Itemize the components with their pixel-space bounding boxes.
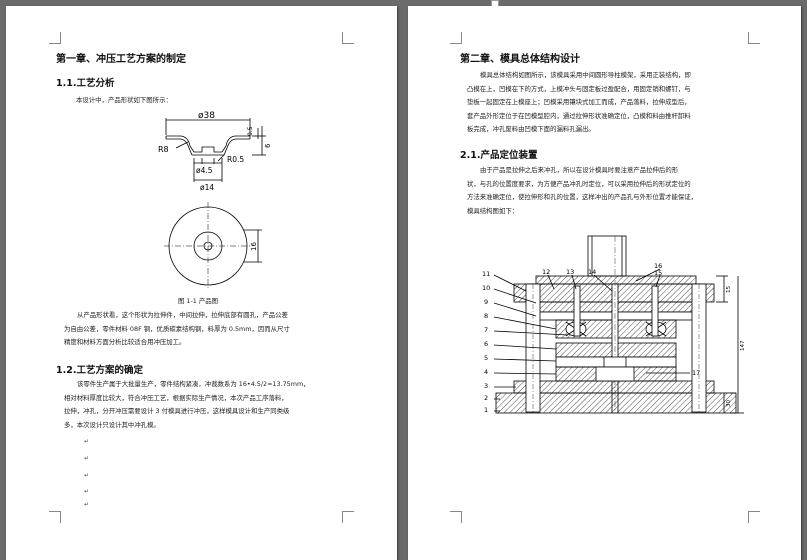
dim-0-5: 0.5	[247, 126, 254, 136]
figure-caption: 图 1-1 产品图	[178, 297, 219, 305]
margin-mark-bottom-right	[342, 511, 354, 523]
margin-mark-top-right	[342, 32, 354, 44]
part-label: 9	[484, 298, 488, 306]
section-1-1-title: 1.1.工艺分析	[56, 78, 115, 89]
part-label: 8	[484, 312, 488, 320]
dim-label: 147	[740, 340, 746, 351]
product-drawing: ø38 R8 ø4.5 R0.5 ø14 0.5 6 16	[158, 111, 272, 290]
paragraph-process-plan: 该零件生产属于大批量生产，零件结构紧凑，冲裁数系为 16•4.5/2=13.75…	[64, 380, 310, 429]
chapter-1-title: 第一章、冲压工艺方案的制定	[56, 54, 186, 65]
part-label: 7	[484, 326, 488, 334]
part-label: 10	[482, 284, 490, 292]
empty-paragraph-mark: ↵	[84, 501, 90, 508]
margin-mark-bottom-left	[450, 511, 462, 523]
part-label: 16	[654, 262, 662, 270]
margin-mark-top-left	[49, 32, 61, 44]
part-label: 11	[482, 270, 490, 278]
section-1-1-intro: 本设计中，产品形状如下图所示：	[76, 96, 172, 104]
part-label: 6	[484, 340, 488, 348]
dim-label: 15	[726, 286, 732, 293]
section-2-1-title: 2.1.产品定位装置	[460, 150, 538, 161]
part-label: 14	[588, 268, 596, 276]
part-label: 4	[484, 368, 488, 376]
section-1-2-title: 1.2.工艺方案的确定	[56, 365, 143, 376]
margin-mark-top-left	[450, 32, 462, 44]
chapter-2-title: 第二章、模具总体结构设计	[460, 54, 580, 65]
paragraph-shape-analysis: 从产品形状看，这个形状为拉伸件，中间拉伸，拉伸底部有圆孔，产品公差 为自由公差，…	[64, 311, 290, 346]
paragraph-positioning: 由于产品是拉伸之后来冲孔，所以在设计模具时要注意产品拉伸后的形 状，与孔的位置度…	[467, 166, 698, 215]
dim-4-5: ø4.5	[196, 166, 213, 175]
dim-6: 6	[264, 143, 272, 148]
dim-label: 30	[726, 400, 732, 407]
part-label: 1	[484, 406, 488, 414]
empty-paragraph-mark: ↵	[84, 455, 90, 462]
dim-r0-5: R0.5	[227, 155, 244, 164]
dim-16: 16	[250, 242, 258, 251]
margin-mark-bottom-left	[49, 511, 61, 523]
part-label: 17	[692, 369, 700, 377]
empty-paragraph-mark: ↵	[84, 472, 90, 479]
dim-38: ø38	[198, 111, 215, 121]
part-label: 12	[542, 268, 550, 276]
paragraph-mold-structure: 模具总体结构如图所示，该模具采用中间圆形导柱模架，采用正装结构，即 凸模在上，凹…	[467, 71, 691, 133]
margin-mark-top-right	[748, 32, 760, 44]
part-label: 3	[484, 382, 488, 390]
dim-14: ø14	[200, 183, 214, 192]
empty-paragraph-mark: ↵	[84, 438, 90, 445]
empty-paragraph-mark: ↵	[84, 488, 90, 495]
document-page-left: 第一章、冲压工艺方案的制定 1.1.工艺分析 本设计中，产品形状如下图所示：	[6, 6, 397, 560]
mold-assembly-drawing: 11 10 9 8 7 6 5 4 3 2 1 12 13 14 16 15 1…	[482, 235, 746, 414]
part-label: 13	[566, 268, 574, 276]
margin-mark-bottom-right	[748, 511, 760, 523]
part-label: 2	[484, 394, 488, 402]
document-page-right: 第二章、模具总体结构设计 模具总体结构如图所示，该模具采用中间圆形导柱模架，采用…	[408, 6, 801, 560]
part-label: 5	[484, 354, 488, 362]
dim-r8: R8	[158, 145, 169, 154]
part-label: 15	[654, 269, 662, 277]
